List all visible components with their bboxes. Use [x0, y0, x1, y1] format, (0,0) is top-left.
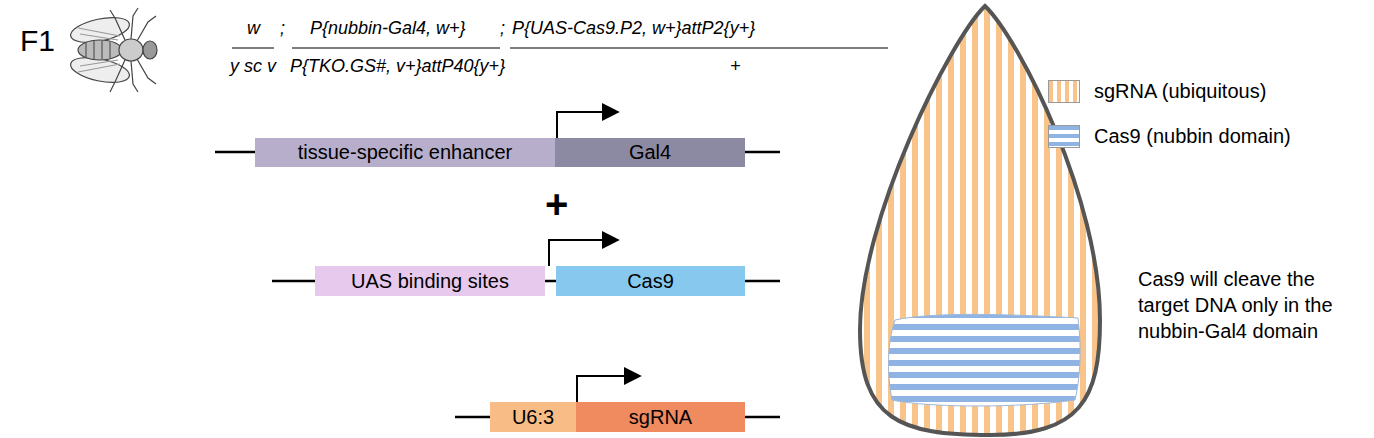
legend-label: Cas9 (nubbin domain): [1094, 125, 1291, 148]
enhancer-box: UAS binding sites: [315, 266, 545, 296]
box-label: tissue-specific enhancer: [298, 141, 513, 164]
box-label: U6:3: [512, 406, 554, 429]
enhancer-box: tissue-specific enhancer: [255, 138, 555, 167]
genotype-text: +: [730, 56, 741, 77]
genotype-text: P{TKO.GS#, v+}attP40{y+}: [290, 56, 505, 77]
genotype-bar: [232, 47, 888, 48]
plus-sign: +: [545, 182, 568, 227]
legend-item: Cas9 (nubbin domain): [1048, 125, 1291, 148]
box-label: UAS binding sites: [351, 270, 509, 293]
legend-item: sgRNA (ubiquitous): [1048, 80, 1266, 103]
genotype-text: w: [247, 18, 260, 39]
genotype-separator: ;: [500, 18, 505, 39]
genotype-separator: ;: [280, 18, 285, 39]
wing-disc: [860, 6, 1100, 435]
legend-swatch: [1048, 80, 1080, 103]
gene-box: Gal4: [555, 138, 745, 167]
annotation-note: Cas9 will cleave the target DNA only in …: [1138, 266, 1363, 344]
genotype-text: P{nubbin-Gal4, w+}: [310, 18, 466, 39]
box-label: sgRNA: [629, 406, 692, 429]
fly-drawing: [68, 8, 157, 92]
genotype-text: P{UAS-Cas9.P2, w+}attP2{y+}: [512, 18, 755, 39]
box-label: Cas9: [627, 270, 674, 293]
gene-box: Cas9: [556, 266, 745, 296]
gene-box: sgRNA: [576, 402, 745, 432]
dna-line: [215, 152, 780, 417]
genotype-text: y sc v: [230, 56, 276, 77]
box-label: Gal4: [629, 141, 671, 164]
figure-label: F1: [20, 24, 55, 58]
promoter-box: U6:3: [490, 402, 576, 432]
legend-swatch: [1048, 125, 1080, 148]
legend-label: sgRNA (ubiquitous): [1094, 80, 1266, 103]
